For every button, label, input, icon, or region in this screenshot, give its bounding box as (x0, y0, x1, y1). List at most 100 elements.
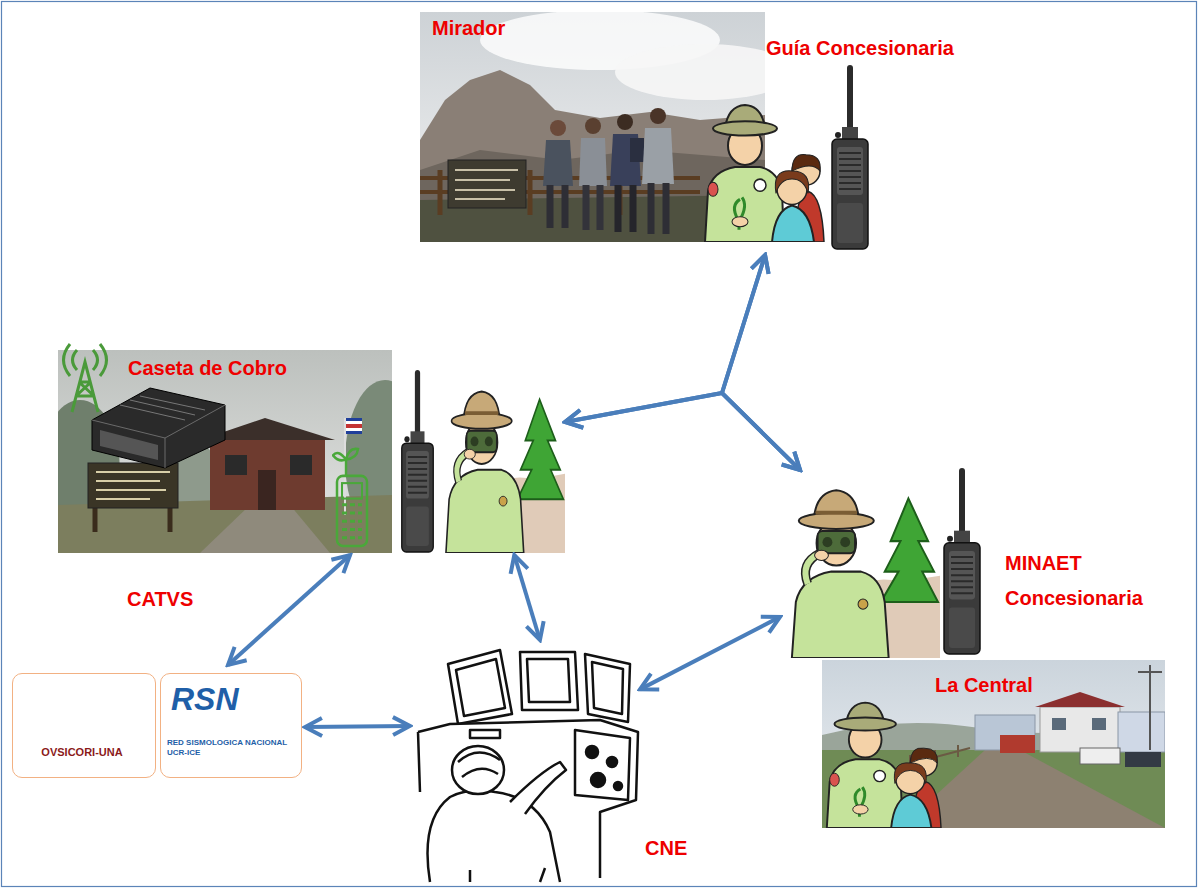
logo-text: RSN (171, 680, 239, 718)
caseta-photo (225, 455, 247, 475)
mirador-photo (642, 128, 674, 184)
caseta-photo (88, 463, 178, 508)
operator-console (510, 762, 566, 814)
mobile-radio-unit (92, 388, 225, 468)
operator-console (452, 746, 504, 794)
node-label: CNE (645, 836, 687, 860)
mobile-radio-unit (120, 396, 205, 420)
operator-console (428, 790, 561, 882)
photo-node: MINAET Concesionaria La Central (780, 470, 1190, 830)
caseta-photo (210, 440, 325, 510)
operator-console (585, 654, 630, 722)
la-central-photo (1052, 718, 1066, 730)
radio-icon (944, 468, 980, 654)
double-arrow-connector (565, 255, 765, 422)
operator-console (448, 650, 512, 724)
node-label: La Central (935, 673, 1033, 697)
group-label: CATVS (127, 587, 193, 611)
caseta-photo (290, 455, 312, 475)
operator-console (586, 746, 598, 758)
la-central-photo (1092, 718, 1106, 730)
operator-node: CNE (410, 640, 640, 882)
operator-console (418, 650, 638, 882)
antenna-tower-icon (64, 344, 107, 376)
mobile-radio-unit (100, 430, 158, 460)
node-label: Caseta de Cobro (128, 356, 287, 380)
la-central-photo (822, 660, 1165, 828)
radio-icon (402, 370, 434, 552)
node-label: Mirador (432, 16, 505, 40)
caseta-photo (346, 418, 362, 421)
mirador-photo (651, 183, 666, 234)
photo-node: Caseta de Cobro (58, 350, 565, 555)
logo-subtitle: RED SISMOLOGICA NACIONAL UCR-ICE (167, 738, 292, 757)
node-label: MINAET Concesionaria (1005, 546, 1175, 616)
operator-console (592, 662, 623, 714)
operator-console (470, 730, 500, 738)
guide-figure (827, 703, 941, 828)
ranger-figure (792, 490, 940, 658)
caseta-photo (346, 424, 362, 428)
mirador-photo (550, 185, 565, 228)
operator-console (458, 752, 500, 777)
double-arrow-connector (305, 726, 410, 727)
operator-console (470, 868, 545, 882)
mirador-photo (448, 160, 526, 208)
caseta-photo (258, 470, 276, 510)
phone-icon (333, 449, 367, 546)
caseta-photo (346, 421, 362, 424)
caseta-photo (200, 505, 330, 553)
operator-console (456, 659, 505, 716)
operator-console (614, 782, 622, 790)
connector-group (228, 255, 800, 727)
caseta-photo (346, 431, 362, 434)
caseta-photo (346, 428, 362, 431)
mobile-radio-unit (92, 405, 225, 468)
la-central-photo (1138, 665, 1162, 750)
la-central-photo (1040, 707, 1120, 752)
antenna-tower-icon (64, 344, 107, 412)
caseta-photo (58, 350, 392, 553)
operator-console (520, 652, 578, 710)
photo-node: MiradorGuía Concesionaria (420, 10, 960, 255)
mirador-photo (550, 120, 566, 136)
double-arrow-connector (228, 555, 350, 665)
mirador-photo (618, 185, 633, 232)
mirador-photo (455, 170, 518, 199)
la-central-photo (1080, 748, 1120, 764)
double-arrow-connector (640, 617, 780, 689)
group-node: CATVSOVSICORI-UNARSNRED SISMOLOGICA NACI… (10, 665, 305, 780)
mirador-photo (630, 138, 644, 162)
la-central-photo (1118, 712, 1165, 752)
la-central-photo (1125, 752, 1161, 767)
la-central-photo (822, 660, 1165, 828)
mirador-photo (579, 138, 607, 186)
mirador-photo (585, 118, 601, 134)
double-arrow-connector (722, 255, 800, 470)
logo-text: OVSICORI-UNA (13, 746, 151, 759)
operator-console (575, 730, 630, 800)
la-central-photo (1000, 735, 1035, 753)
mirador-photo (617, 114, 633, 130)
logo-box: RSN RED SISMOLOGICA NACIONAL UCR-ICE (160, 673, 302, 778)
mirador-photo (650, 108, 666, 124)
double-arrow-connector (514, 555, 540, 640)
ranger-figure (446, 392, 565, 553)
logo-box: OVSICORI-UNA (12, 673, 156, 778)
double-arrow-connector (565, 393, 800, 470)
mirador-photo (586, 185, 600, 230)
caseta-photo (96, 472, 170, 499)
operator-console (527, 659, 570, 702)
operator-console (607, 757, 617, 767)
la-central-photo (1035, 692, 1125, 707)
guide-figure (705, 105, 824, 242)
radio-icon (832, 65, 868, 249)
mirador-photo (543, 140, 573, 186)
node-label: Guía Concesionaria (766, 36, 954, 60)
mirador-photo (615, 44, 765, 100)
mobile-radio-unit (92, 388, 225, 468)
operator-console (591, 773, 605, 787)
